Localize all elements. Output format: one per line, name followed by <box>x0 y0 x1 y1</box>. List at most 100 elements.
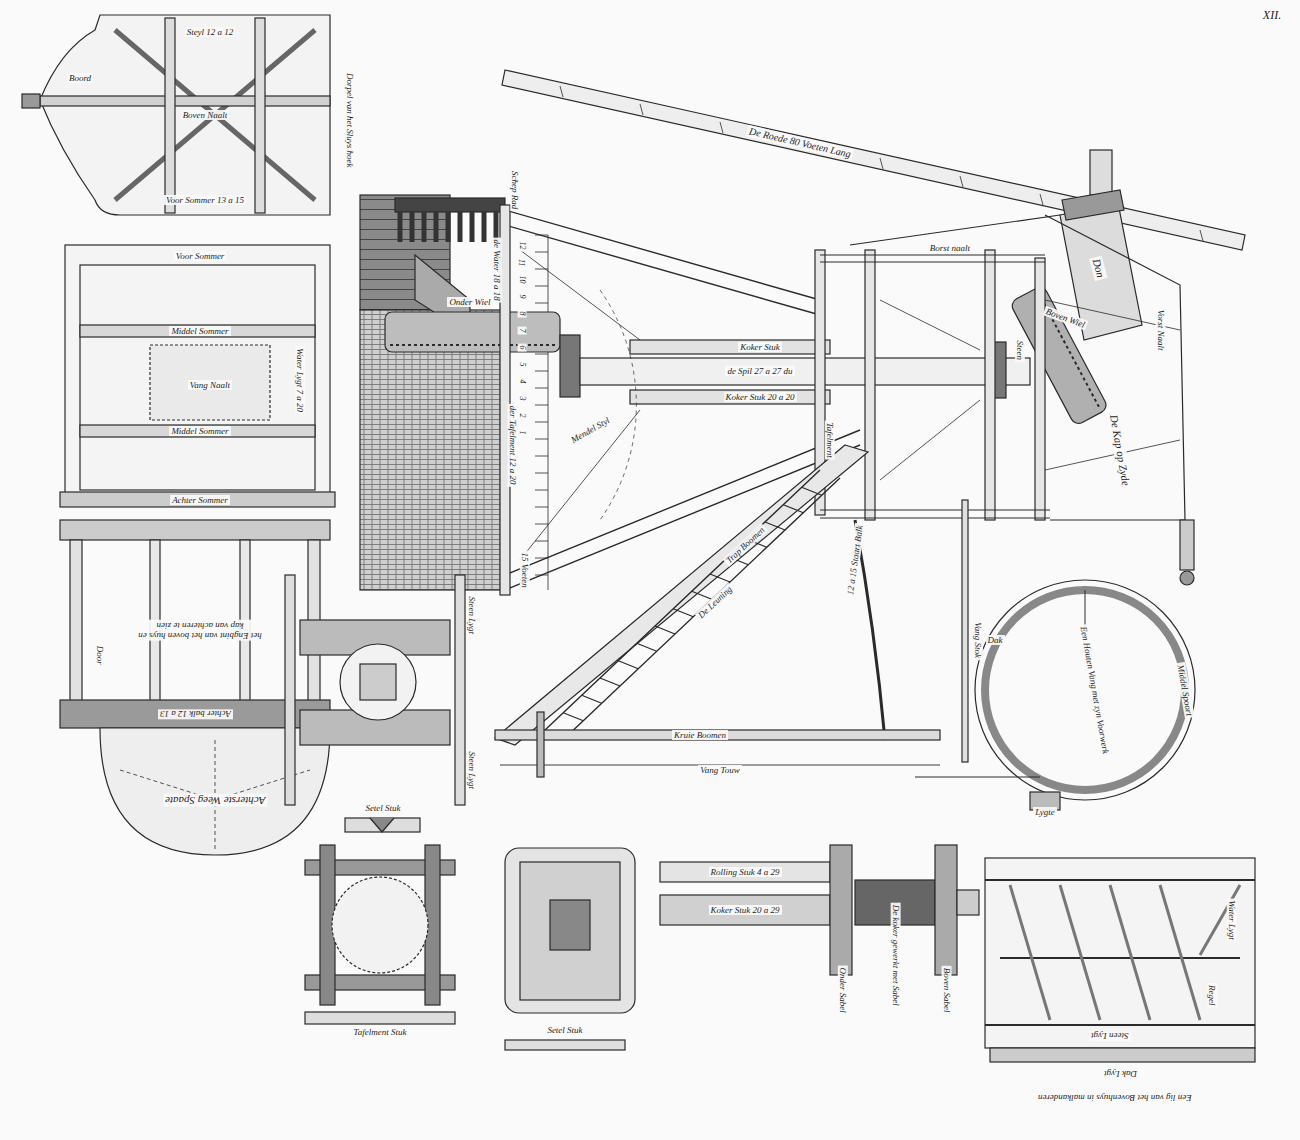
side-view-part <box>535 235 548 590</box>
part-label: de Spil 27 a 27 du <box>725 366 794 376</box>
side-view <box>360 70 1245 777</box>
part-label: De Kap op Zyde <box>1107 412 1133 489</box>
side-view-part <box>985 250 995 520</box>
side-view-part <box>1090 150 1112 195</box>
cap-plan-part <box>40 96 330 106</box>
part-label: Koker Stuk 20 a 20 <box>724 392 797 402</box>
part-label: XII. <box>1261 9 1283 23</box>
side-view-part <box>1035 258 1045 520</box>
stone-beam-plans-part <box>505 848 635 1013</box>
shaft-elevation-part <box>660 895 830 925</box>
part-label: 9 <box>517 293 526 301</box>
cap-plan-part <box>22 94 40 108</box>
side-view-part <box>390 344 555 346</box>
frame-plan-part <box>60 492 335 507</box>
stone-beam-plans-part <box>285 575 295 805</box>
part-label: Achterste Weeg Spaate <box>163 794 267 807</box>
side-view-part <box>865 250 875 520</box>
side-view-part <box>495 730 940 740</box>
side-view-part <box>820 255 1050 518</box>
stone-beam-plans-part <box>340 644 416 720</box>
rear-frame-elevation-part <box>70 540 82 705</box>
part-label: Regel <box>1207 983 1217 1008</box>
part-label: Middel Spoort <box>1175 662 1195 719</box>
part-label: Steen <box>1015 338 1025 362</box>
upper-house-plan-part <box>985 880 1255 1025</box>
side-view-part <box>630 390 830 404</box>
shaft-elevation-part <box>935 845 957 975</box>
part-label: Koker Stuk <box>738 342 782 352</box>
cap-plan <box>22 15 330 215</box>
shaft-elevation-part <box>957 890 979 915</box>
part-label: Koker Stuk 20 a 29 <box>709 905 782 915</box>
side-view-part <box>400 212 496 242</box>
stone-beam-plans-part <box>360 664 396 700</box>
cap-plan-part <box>255 18 265 213</box>
part-label: 11 <box>517 257 526 268</box>
part-label: De Leuning <box>695 582 736 621</box>
stone-beam-plans-part <box>345 818 420 832</box>
stone-beam-plans-part <box>305 1012 455 1024</box>
side-view-part <box>850 215 1185 520</box>
part-label: Boven Naalt <box>181 110 230 120</box>
part-label: Vang Stok <box>973 620 983 660</box>
part-label: 12 <box>517 240 526 252</box>
part-label: 15 Voeten <box>520 550 530 589</box>
part-label: Boven Sabel <box>941 966 951 1015</box>
part-label: Vorst Naalt <box>1155 308 1165 353</box>
side-view-part <box>1009 285 1108 426</box>
part-label: de Water 18 a 18 <box>492 237 502 302</box>
part-label: Achter Sommer <box>170 495 230 505</box>
part-label: Setel Stuk <box>363 803 402 813</box>
part-label: Mendel Styl <box>567 414 613 446</box>
frame-plan <box>60 245 335 507</box>
stone-beam-plans <box>285 575 635 1050</box>
part-label: der Tafelment 12 a 20 <box>507 404 517 487</box>
side-view-part <box>1180 520 1194 570</box>
rear-frame-elevation-part <box>120 740 310 850</box>
cap-plan-part <box>165 18 175 213</box>
frame-plan-part <box>65 245 330 500</box>
part-label: Onder Sabel <box>838 965 848 1014</box>
part-label: Borst naalt <box>928 243 972 253</box>
side-view-part <box>395 198 505 212</box>
upper-house-plan-part <box>990 1048 1255 1062</box>
side-view-part <box>1180 571 1194 585</box>
frame-plan-part <box>80 325 315 337</box>
stone-beam-plans-part <box>520 862 620 1000</box>
stone-beam-plans-part <box>370 818 394 832</box>
side-view-part <box>1062 190 1124 220</box>
part-label: 3 <box>517 395 526 403</box>
part-label: Schep Rad <box>510 169 520 211</box>
part-label: Middel Sommer <box>169 426 230 436</box>
part-label: Don <box>1089 255 1107 280</box>
part-label: Onder Wiel <box>447 297 492 307</box>
part-label: De Roede 80 Voeten Lang <box>746 125 854 160</box>
brake-ring-part <box>915 590 1085 777</box>
part-label: Voor Sommer <box>174 251 227 261</box>
part-label: Setel Stuk <box>545 1025 584 1035</box>
upper-house-plan-part <box>985 858 1255 1048</box>
stone-beam-plans-part <box>505 1040 625 1050</box>
part-label: 2 <box>517 412 526 420</box>
part-label: Steen Lygt <box>467 749 477 790</box>
part-label: Voor Sommer 13 a 15 <box>164 195 246 205</box>
part-label: Trap Boomen <box>722 523 768 567</box>
frame-plan-part <box>80 265 315 490</box>
side-view-part-part <box>1009 285 1108 426</box>
part-label: Tafelment <box>825 420 835 459</box>
side-view-part <box>537 712 544 777</box>
upper-house-plan <box>985 858 1255 1062</box>
side-view-part <box>385 312 560 352</box>
stone-beam-plans-part <box>550 900 590 950</box>
shaft-elevation-part <box>830 845 852 975</box>
side-view-part <box>502 70 1245 250</box>
side-view-part <box>600 290 636 520</box>
part-label: 10 <box>517 274 526 286</box>
part-label: Vang Touw <box>698 765 741 775</box>
part-label: 5 <box>517 361 526 369</box>
part-label: 8 <box>517 310 526 318</box>
